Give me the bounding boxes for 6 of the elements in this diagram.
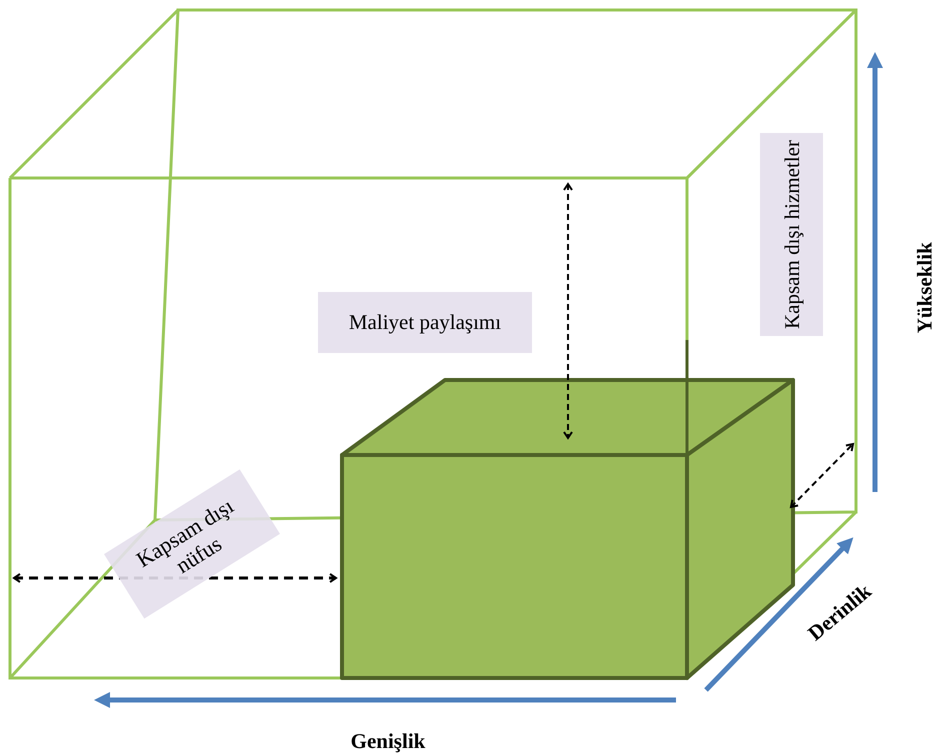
box-text: Kapsam dışı hizmetler [778,140,804,329]
axis-label: Yükseklik [911,241,937,336]
label-box [318,292,532,353]
axis-label: Genişlik [350,728,426,755]
box-text: Maliyet paylaşımı [348,308,502,336]
label-box [760,133,823,336]
